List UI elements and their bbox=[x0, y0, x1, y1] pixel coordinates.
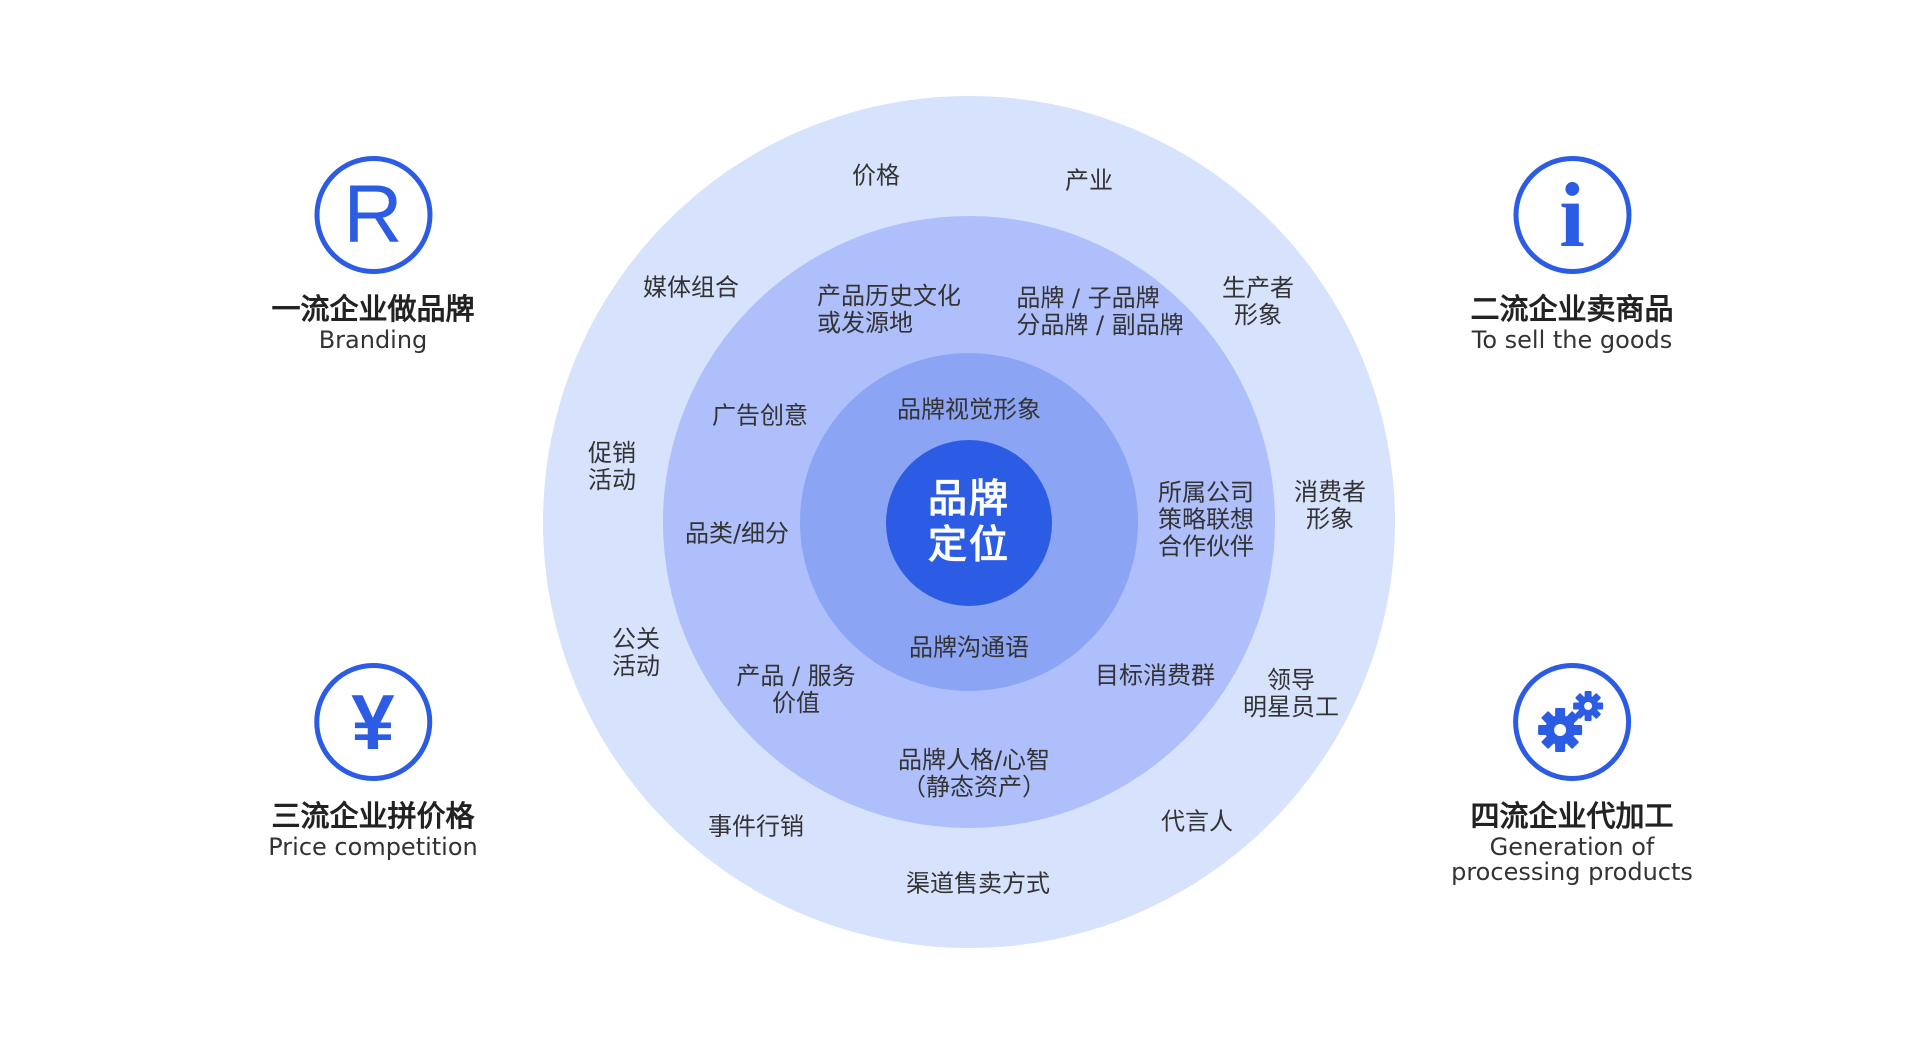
tier-title: 四流企业代加工 bbox=[1470, 799, 1674, 833]
outer-label-consumer: 消费者 形象 bbox=[1294, 478, 1366, 533]
tier-subtitle: Branding bbox=[318, 326, 428, 354]
middle-label-ad: 广告创意 bbox=[712, 401, 808, 430]
tier-branding: R 一流企业做品牌 Branding bbox=[271, 156, 475, 354]
outer-label-pr: 公关 活动 bbox=[612, 625, 660, 680]
tier-price-competition: ¥ 三流企业拼价格 Price competition bbox=[268, 663, 478, 861]
middle-label-history: 产品历史文化 或发源地 bbox=[817, 282, 961, 337]
gears-icon bbox=[1513, 663, 1631, 781]
tier-sell-goods: i 二流企业卖商品 To sell the goods bbox=[1470, 156, 1674, 354]
middle-label-personality: 品牌人格/心智 （静态资产） bbox=[897, 746, 1051, 801]
outer-label-leader: 领导 明星员工 bbox=[1243, 666, 1339, 721]
tier-subtitle: Generation of processing products bbox=[1451, 833, 1693, 886]
outer-label-promotion: 促销 活动 bbox=[588, 439, 636, 494]
outer-label-industry: 产业 bbox=[1065, 166, 1113, 195]
tier-processing: 四流企业代加工 Generation of processing product… bbox=[1451, 663, 1693, 885]
inner-label-slogan: 品牌沟通语 bbox=[909, 633, 1029, 662]
tier-title: 三流企业拼价格 bbox=[271, 799, 475, 833]
outer-label-price: 价格 bbox=[852, 161, 900, 190]
registered-trademark-icon: R bbox=[313, 156, 432, 274]
yen-icon: ¥ bbox=[313, 663, 432, 781]
core-circle: 品牌 定位 bbox=[886, 440, 1052, 606]
middle-label-target: 目标消费群 bbox=[1095, 661, 1215, 690]
middle-label-product-value: 产品 / 服务 价值 bbox=[736, 662, 856, 717]
core-label: 品牌 定位 bbox=[927, 477, 1010, 568]
middle-label-category: 品类/细分 bbox=[684, 519, 790, 548]
middle-label-company: 所属公司 策略联想 合作伙伴 bbox=[1158, 478, 1254, 561]
outer-label-producer: 生产者 形象 bbox=[1222, 274, 1294, 329]
tier-title: 二流企业卖商品 bbox=[1470, 292, 1674, 326]
tier-subtitle: Price competition bbox=[268, 833, 478, 861]
outer-label-channel: 渠道售卖方式 bbox=[906, 869, 1050, 898]
outer-label-spokesperson: 代言人 bbox=[1161, 807, 1233, 836]
inner-label-visual-image: 品牌视觉形象 bbox=[897, 395, 1041, 424]
outer-label-event: 事件行销 bbox=[708, 812, 804, 841]
outer-label-media: 媒体组合 bbox=[643, 273, 739, 302]
tier-subtitle: To sell the goods bbox=[1471, 326, 1673, 354]
middle-label-sub-brand: 品牌 / 子品牌 分品牌 / 副品牌 bbox=[1016, 284, 1184, 339]
gears-graphic bbox=[1538, 691, 1603, 752]
tier-title: 一流企业做品牌 bbox=[271, 292, 475, 326]
info-icon: i bbox=[1512, 156, 1631, 274]
